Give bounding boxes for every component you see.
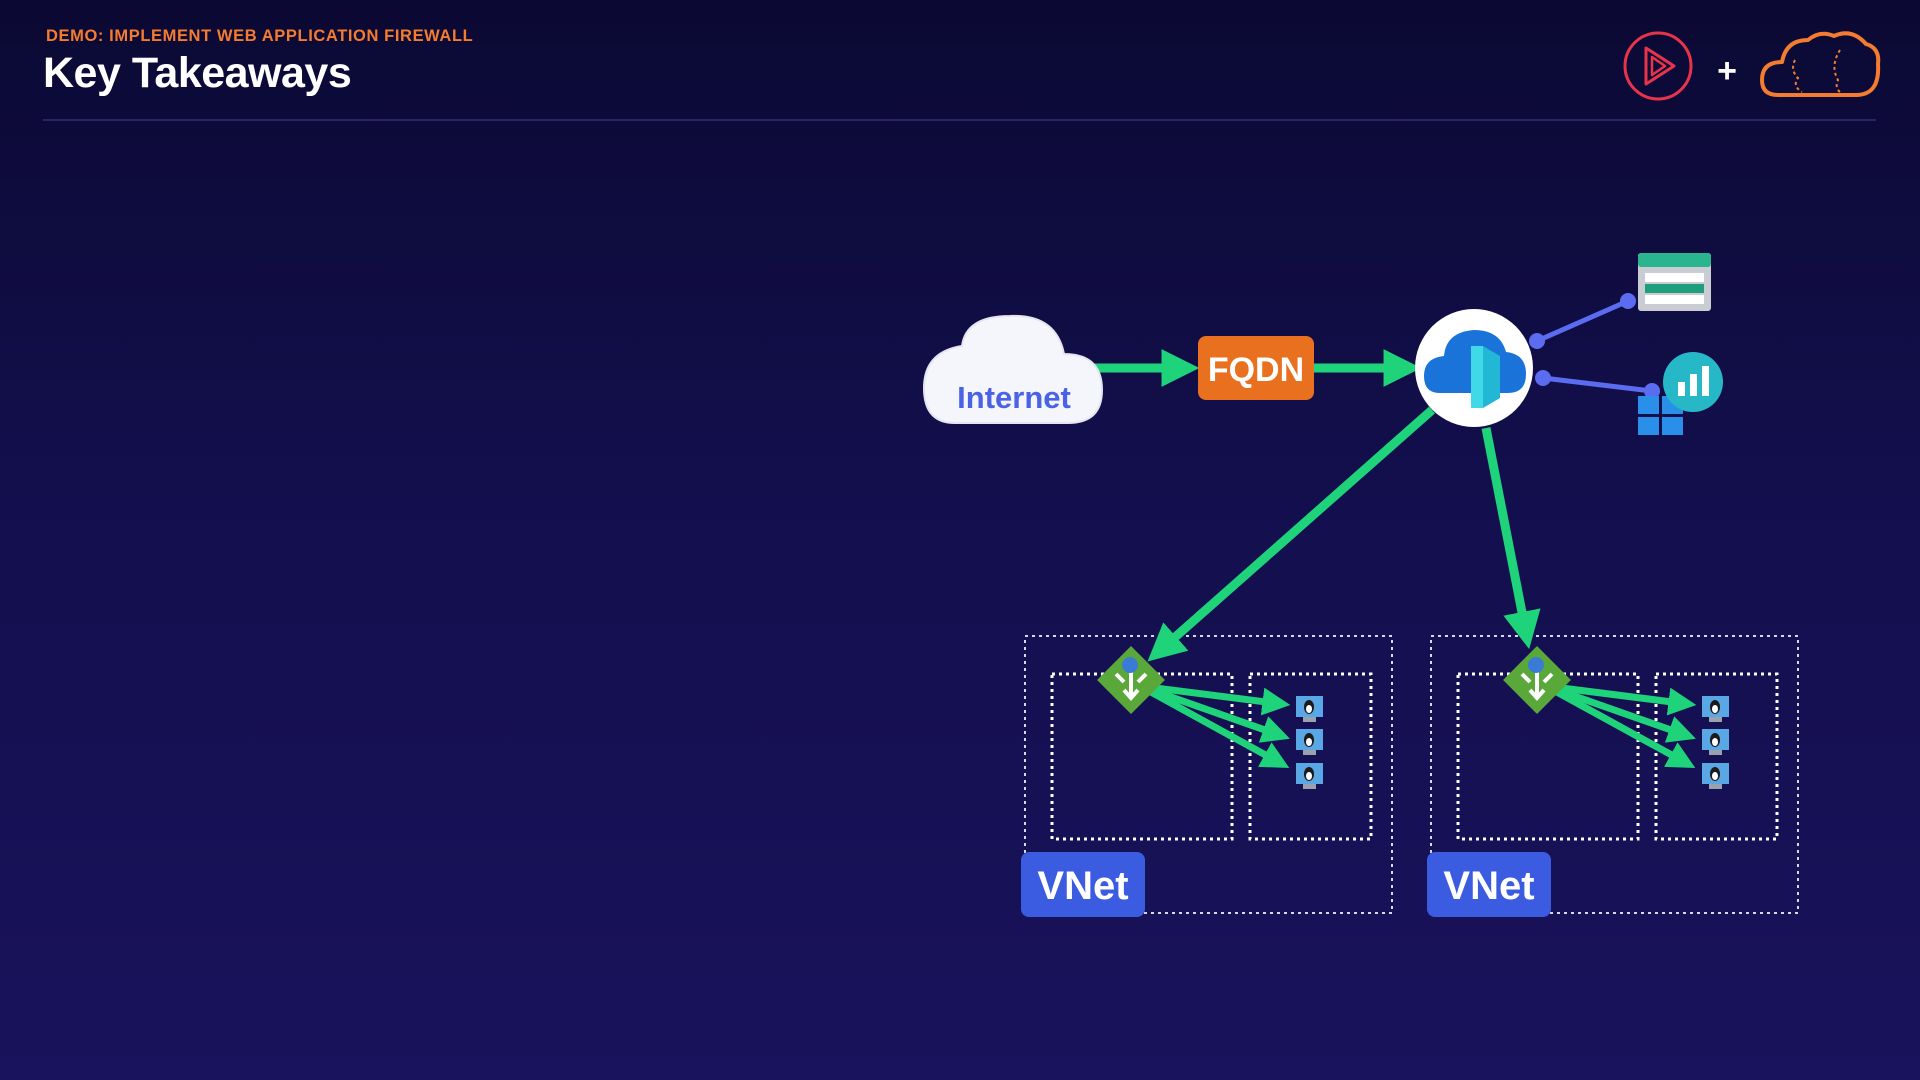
app-gateway-right-icon <box>1503 646 1571 714</box>
arrow-frontdoor-to-vnet-right <box>1481 427 1541 650</box>
fqdn-label: FQDN <box>1208 351 1304 389</box>
storage-account-icon <box>1638 253 1711 311</box>
vnet-right-badge: VNet <box>1427 852 1551 917</box>
cloud-brain-logo-icon <box>1760 31 1881 97</box>
internet-label: Internet <box>957 380 1071 415</box>
header-divider <box>43 119 1876 121</box>
vm-linux-icon <box>1296 763 1323 789</box>
fqdn-box: FQDN <box>1198 336 1314 400</box>
vnet-left-badge: VNet <box>1021 852 1145 917</box>
play-logo-icon <box>1623 31 1693 101</box>
arrows-left-gateway-to-vms <box>1138 682 1291 769</box>
vm-linux-icon <box>1702 729 1729 755</box>
demo-subtitle: DEMO: IMPLEMENT WEB APPLICATION FIREWALL <box>46 27 474 45</box>
vnet-right-boundary <box>1430 635 1799 914</box>
arrow-frontdoor-to-vnet-left <box>1147 406 1435 662</box>
vnet-right-label: VNet <box>1443 864 1534 908</box>
internet-cloud: Internet <box>922 314 1104 424</box>
front-door-icon <box>1415 309 1533 427</box>
vm-linux-icon <box>1296 729 1323 755</box>
subnet-right-backend <box>1654 672 1779 841</box>
page-title: Key Takeaways <box>43 49 352 97</box>
subnet-left-backend <box>1248 672 1373 841</box>
subnet-right-gateway <box>1456 672 1640 841</box>
logo-plus: + <box>1717 52 1737 90</box>
arrows-right-gateway-to-vms <box>1544 682 1697 769</box>
app-gateway-left-icon <box>1097 646 1165 714</box>
connector-frontdoor-storage <box>1529 293 1636 349</box>
vnet-left-label: VNet <box>1037 864 1128 908</box>
subnet-left-gateway <box>1050 672 1234 841</box>
log-analytics-icon <box>1638 352 1723 435</box>
vm-linux-icon <box>1296 696 1323 722</box>
vnet-left-boundary <box>1024 635 1393 914</box>
vm-linux-icon <box>1702 696 1729 722</box>
vm-linux-icon <box>1702 763 1729 789</box>
connector-frontdoor-monitor <box>1535 370 1660 399</box>
